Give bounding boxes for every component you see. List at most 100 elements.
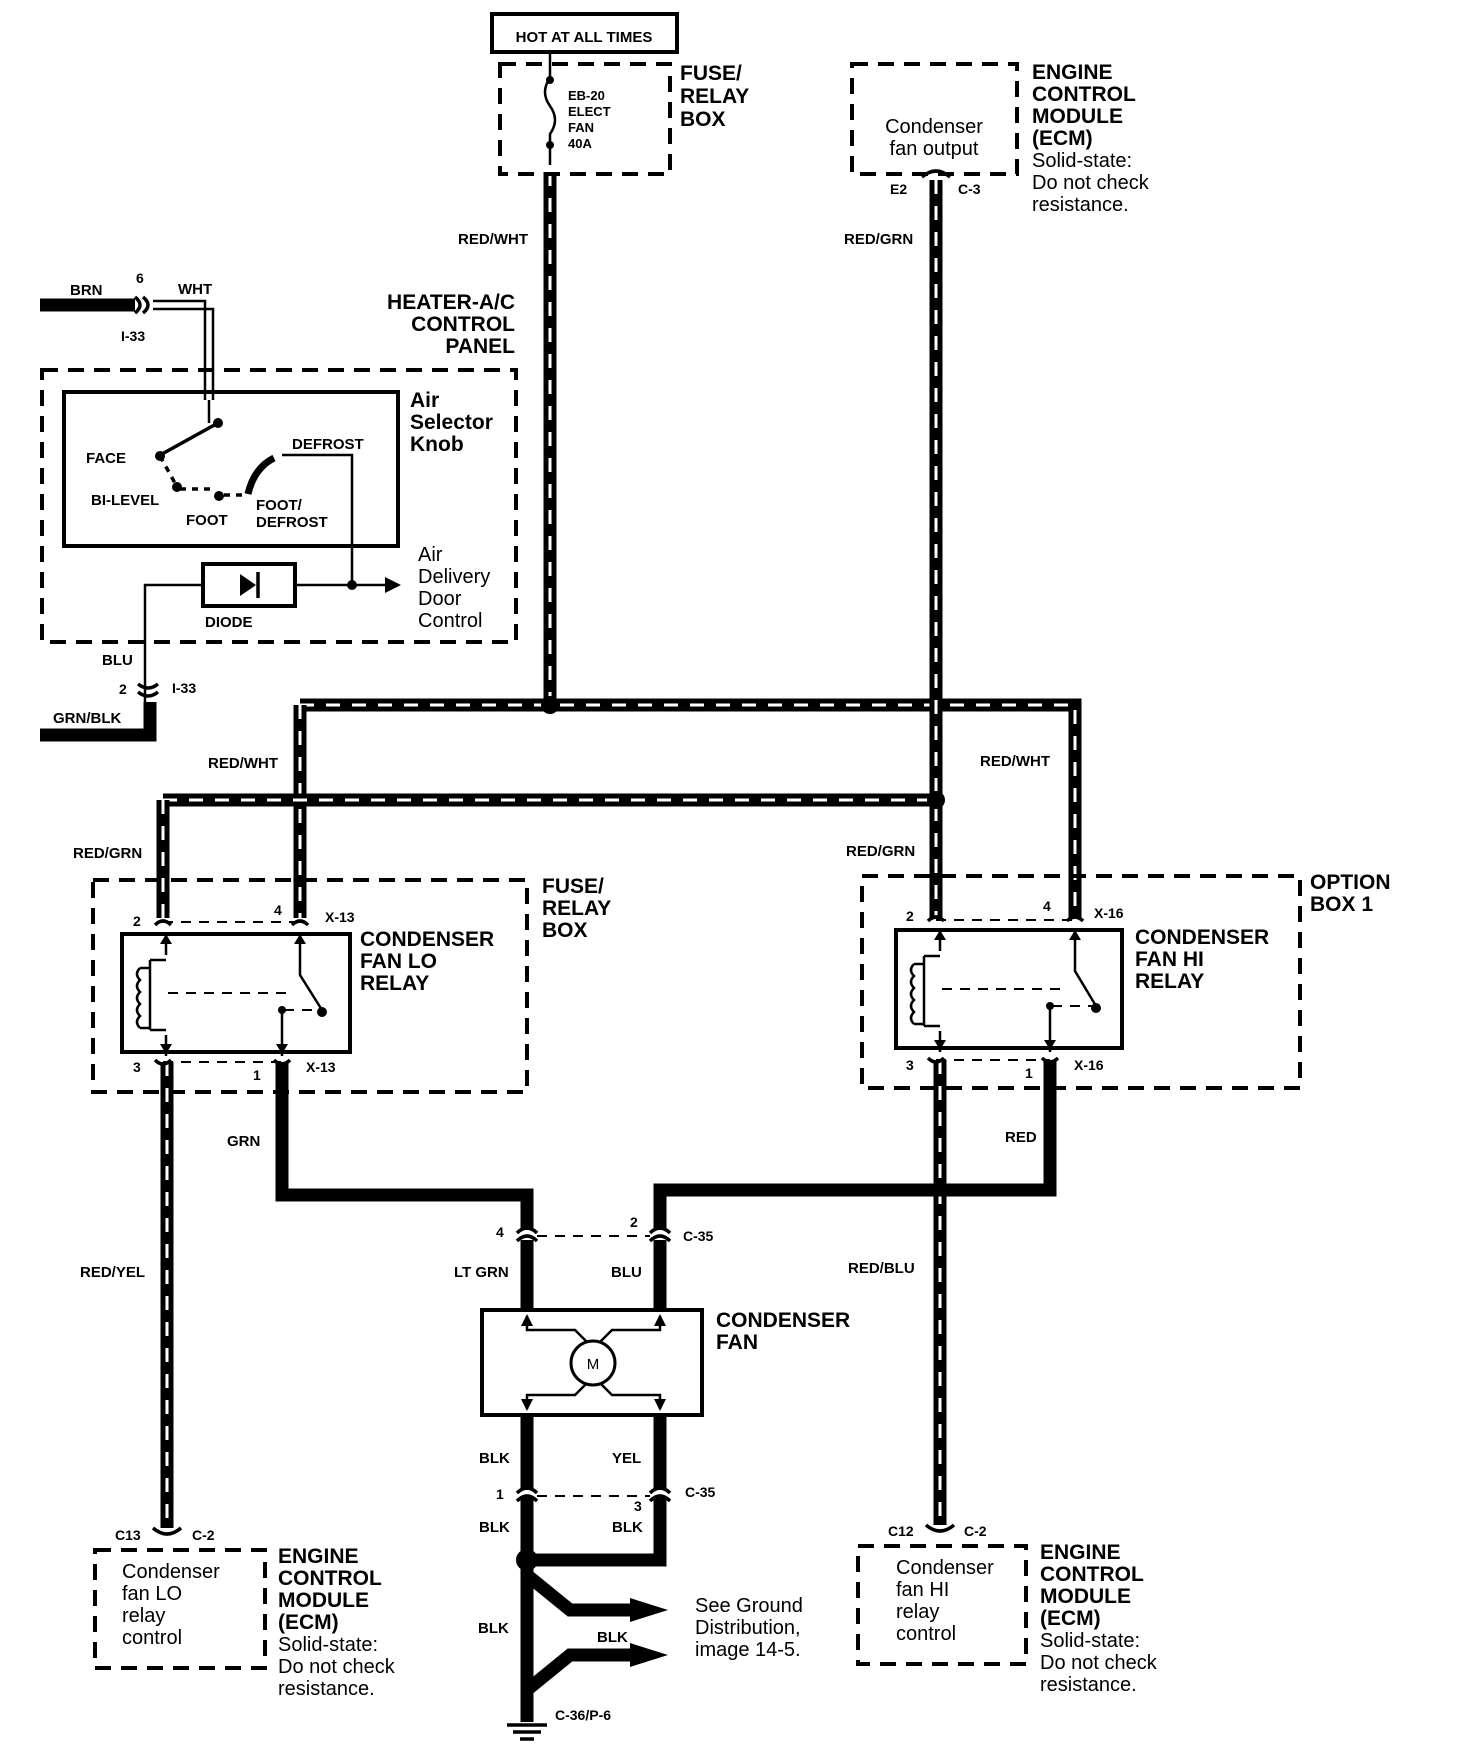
- ecm-lo-output-4: control: [122, 1627, 182, 1649]
- ecm-lo-output-2: fan LO: [122, 1583, 182, 1605]
- ecm-hi-output-3: relay: [896, 1601, 939, 1623]
- ecm-lo-note-3: resistance.: [278, 1678, 375, 1700]
- ecm-hi: C12 C-2 Condenser fan HI relay control E…: [856, 1523, 1158, 1696]
- fan-label-2: FAN: [716, 1331, 758, 1354]
- ecm-lo-note-1: Solid-state:: [278, 1634, 378, 1656]
- ecm-top-output-2: fan output: [890, 138, 979, 160]
- ecm-hi-output-4: control: [896, 1623, 956, 1645]
- ecm-hi-label-3: MODULE: [1040, 1585, 1131, 1608]
- fan-bottom-connector-id: C-35: [685, 1484, 716, 1500]
- ecm-top-label-2: CONTROL: [1032, 83, 1136, 106]
- wire-label-grn-blk: GRN/BLK: [53, 710, 121, 727]
- knob-label-3: Knob: [410, 433, 464, 456]
- fuse-name-3: FAN: [568, 120, 594, 135]
- ground-id: C-36/P-6: [555, 1707, 611, 1723]
- ecm-hi-label-4: (ECM): [1040, 1607, 1101, 1630]
- wire-label-blk-4: BLK: [478, 1620, 509, 1637]
- ecm-hi-connector: C-2: [964, 1523, 987, 1539]
- fuse-box-label-1: FUSE/: [680, 62, 742, 85]
- lo-relay-pin-4: 4: [274, 902, 282, 918]
- ecm-hi-label-2: CONTROL: [1040, 1563, 1144, 1586]
- hi-relay-connector-bottom: X-16: [1074, 1057, 1104, 1073]
- ecm-top-note-1: Solid-state:: [1032, 150, 1132, 172]
- hi-relay-label-2: FAN HI: [1135, 948, 1204, 971]
- hi-box-label-1: OPTION: [1310, 871, 1391, 894]
- ecm-lo-output-3: relay: [122, 1605, 165, 1627]
- wire-label-blu-panel: BLU: [102, 652, 133, 669]
- lo-box-label-2: RELAY: [542, 897, 611, 920]
- ecm-lo-label-3: MODULE: [278, 1589, 369, 1612]
- ecm-hi-output-1: Condenser: [896, 1557, 994, 1579]
- position-bilevel: BI-LEVEL: [91, 492, 159, 509]
- ecm-top-label-1: ENGINE: [1032, 61, 1113, 84]
- ground-distribution: See Ground Distribution, image 14-5. C-3…: [507, 1595, 803, 1741]
- ecm-lo-output-1: Condenser: [122, 1561, 220, 1583]
- wire-label-blu-fan: BLU: [611, 1264, 642, 1281]
- wire-label-red-wht-left: RED/WHT: [208, 755, 278, 772]
- air-delivery-1: Air: [418, 544, 443, 566]
- knob-label-1: Air: [410, 389, 439, 412]
- fan-top-pin-left: 4: [496, 1224, 504, 1240]
- lo-relay-pin-2: 2: [133, 913, 141, 929]
- hi-relay-connector-top: X-16: [1094, 905, 1124, 921]
- wire-harness: [40, 172, 1082, 1722]
- hot-at-all-times-box: HOT AT ALL TIMES: [490, 12, 679, 54]
- hi-relay-pin-2: 2: [906, 908, 914, 924]
- wire-label-red-blu: RED/BLU: [848, 1260, 915, 1277]
- lo-box-label-1: FUSE/: [542, 875, 604, 898]
- lo-relay-label-2: FAN LO: [360, 950, 437, 973]
- condenser-fan-hi-relay: 2 4 X-16 3 1 X-16 CONDENSER FAN HI RELAY…: [860, 871, 1391, 1090]
- wire-label-red: RED: [1005, 1129, 1037, 1146]
- fan-motor-symbol: M: [587, 1356, 600, 1373]
- hi-relay-pin-1: 1: [1025, 1065, 1033, 1081]
- lo-box-label-3: BOX: [542, 919, 588, 942]
- ecm-lo-pin: C13: [115, 1527, 141, 1543]
- knob-label-2: Selector: [410, 411, 493, 434]
- splice-points: [516, 696, 945, 1571]
- lo-relay-label-1: CONDENSER: [360, 928, 494, 951]
- wire-label-red-grn-left: RED/GRN: [73, 845, 142, 862]
- fan-bottom-pin-left: 1: [496, 1486, 504, 1502]
- lo-relay-connector-top: X-13: [325, 909, 355, 925]
- fuse-box-label-2: RELAY: [680, 85, 749, 108]
- hi-relay-pin-3: 3: [906, 1057, 914, 1073]
- bottom-connector-id: I-33: [172, 680, 196, 696]
- ecm-lo-note-2: Do not check: [278, 1656, 396, 1678]
- heater-ac-control-panel: 6 I-33 BRN WHT HEATER-A/C CONTROL PANEL …: [40, 270, 518, 727]
- position-foot-defrost-1: FOOT/: [256, 497, 303, 514]
- air-delivery-2: Delivery: [418, 566, 490, 588]
- air-delivery-3: Door: [418, 588, 462, 610]
- condenser-fan: 4 2 C-35 M CONDENSER FAN 1 3 C-35: [480, 1214, 850, 1514]
- heater-panel-label-3: PANEL: [445, 335, 515, 358]
- wire-label-blk-3: BLK: [612, 1519, 643, 1536]
- ground-note-2: Distribution,: [695, 1617, 801, 1639]
- fuse-box-label-3: BOX: [680, 108, 726, 131]
- fuse-box-top: EB-20 ELECT FAN 40A FUSE/ RELAY BOX: [498, 52, 749, 176]
- fuse-name-1: EB-20: [568, 88, 605, 103]
- fuse-name-4: 40A: [568, 136, 592, 151]
- position-foot: FOOT: [186, 512, 228, 529]
- ecm-top-output-1: Condenser: [885, 116, 983, 138]
- wire-label-grn: GRN: [227, 1133, 260, 1150]
- lo-relay-connector-bottom: X-13: [306, 1059, 336, 1075]
- ecm-hi-note-1: Solid-state:: [1040, 1630, 1140, 1652]
- ecm-lo-label-4: (ECM): [278, 1611, 339, 1634]
- wire-label-yel: YEL: [612, 1450, 641, 1467]
- hi-relay-pin-4: 4: [1043, 898, 1051, 914]
- ecm-top-note-2: Do not check: [1032, 172, 1150, 194]
- wire-label-lt-grn: LT GRN: [454, 1264, 509, 1281]
- hi-relay-label-1: CONDENSER: [1135, 926, 1269, 949]
- fan-bottom-pin-right: 3: [634, 1498, 642, 1514]
- wire-label-red-yel: RED/YEL: [80, 1264, 145, 1281]
- wire-label-red-grn-main: RED/GRN: [844, 231, 913, 248]
- ecm-hi-note-2: Do not check: [1040, 1652, 1158, 1674]
- ecm-top-note-3: resistance.: [1032, 194, 1129, 216]
- ecm-top-pin: E2: [890, 181, 907, 197]
- wire-label-red-wht-right: RED/WHT: [980, 753, 1050, 770]
- air-delivery-4: Control: [418, 610, 482, 632]
- lo-relay-label-3: RELAY: [360, 972, 429, 995]
- ecm-lo: C13 C-2 Condenser fan LO relay control E…: [93, 1526, 396, 1700]
- wire-label-blk-1: BLK: [479, 1450, 510, 1467]
- ground-note-3: image 14-5.: [695, 1639, 801, 1661]
- bottom-connector-pin: 2: [119, 681, 127, 697]
